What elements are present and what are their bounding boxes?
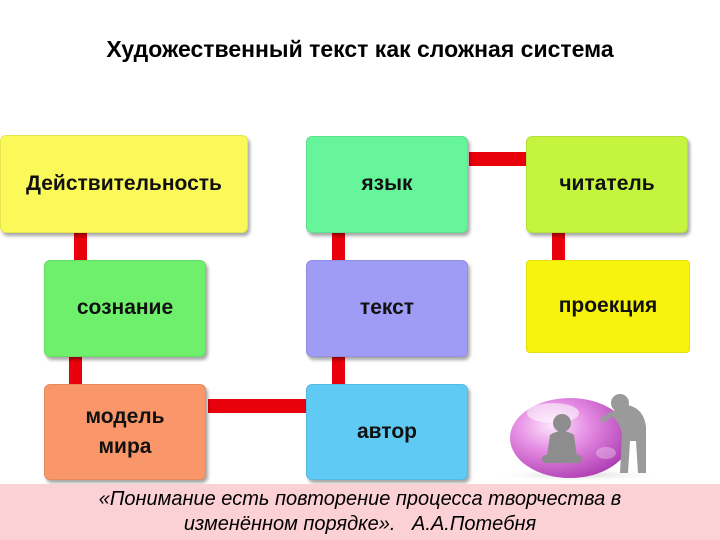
connector-language-text <box>332 233 345 260</box>
box-text: текст <box>306 260 468 357</box>
connector-language-reader <box>469 152 526 166</box>
connector-reality-consciousness <box>74 233 87 260</box>
box-world-model-line1: модель <box>85 404 165 428</box>
box-text-label: текст <box>359 296 415 320</box>
connector-consciousness-model <box>69 357 82 384</box>
box-reader-label: читатель <box>559 172 655 196</box>
box-language: язык <box>306 136 468 233</box>
quote-line-2: изменённом порядке». А.А.Потебня <box>183 513 537 535</box>
thinking-figure-illustration <box>488 394 668 482</box>
box-projection: проекция <box>526 260 690 353</box>
slide-title: Художественный текст как сложная система <box>106 36 614 62</box>
box-consciousness-label: сознание <box>76 296 174 320</box>
box-language-label: язык <box>361 172 413 196</box>
quote-banner: «Понимание есть повторение процесса твор… <box>0 484 720 540</box>
connector-text-author <box>332 357 345 384</box>
box-reality: Действительность <box>0 135 248 233</box>
box-consciousness: сознание <box>44 260 206 357</box>
box-world-model-line2: мира <box>98 435 152 458</box>
box-projection-label: проекция <box>558 294 658 318</box>
box-reader: читатель <box>526 136 688 233</box>
connector-reader-projection <box>552 233 565 260</box>
connector-model-author <box>208 399 306 413</box>
quote-line-1: «Понимание есть повторение процесса твор… <box>98 488 622 510</box>
box-reality-label: Действительность <box>26 171 222 195</box>
box-author-label: автор <box>357 419 417 443</box>
box-author: автор <box>306 384 468 480</box>
box-world-model: модель мира <box>44 384 206 480</box>
